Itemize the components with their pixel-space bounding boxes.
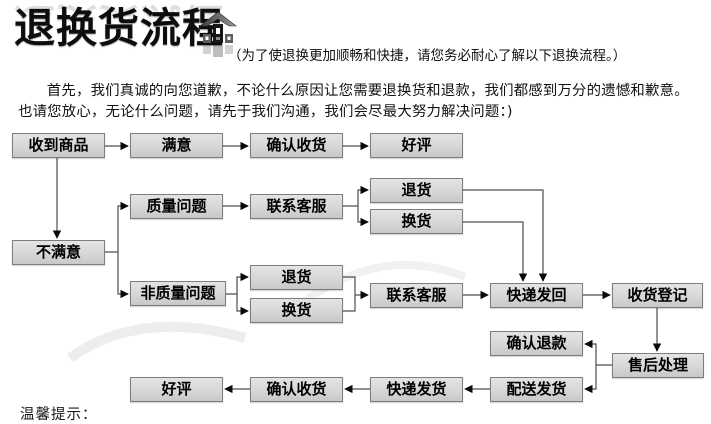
flow-node-received: 收到商品 [12, 133, 105, 158]
flow-node-exchange-a: 换货 [370, 209, 463, 234]
flow-node-unsatisfied: 不满意 [12, 240, 105, 265]
flow-node-dispatch: 配送发货 [490, 377, 583, 402]
flow-node-courier-return: 快递发回 [490, 283, 583, 308]
flow-node-confirm-receipt-bottom: 确认收货 [250, 377, 343, 402]
warm-tip-label: 温馨提示： [20, 407, 98, 423]
flow-node-praise-bottom: 好评 [130, 377, 223, 402]
flow-node-confirm-refund: 确认退款 [490, 331, 583, 356]
flow-node-non-quality-issue: 非质量问题 [130, 281, 226, 306]
flow-node-contact-service-b: 联系客服 [370, 283, 463, 308]
flow-node-receipt-register: 收货登记 [612, 283, 703, 308]
intro-paragraph: 首先，我们真诚的向您道歉，不论什么原因让您需要退换货和退款，我们都感到万分的遗憾… [18, 83, 689, 120]
page-title: 退换货流程 [14, 4, 224, 52]
flow-node-quality-issue: 质量问题 [130, 194, 223, 219]
flow-node-courier-send: 快递发货 [370, 377, 463, 402]
flow-node-exchange-b: 换货 [250, 298, 343, 323]
flow-node-return-a: 退货 [370, 178, 463, 203]
flow-node-return-b: 退货 [250, 265, 343, 290]
flow-node-praise-top: 好评 [370, 133, 463, 158]
flow-node-satisfied: 满意 [130, 133, 223, 158]
flow-node-aftersale: 售后处理 [612, 353, 704, 378]
page-subtitle: （为了使退换更加顺畅和快捷，请您务必耐心了解以下退换流程。） [228, 48, 627, 64]
flow-node-confirm-receipt-top: 确认收货 [250, 133, 343, 158]
flow-node-contact-service-a: 联系客服 [250, 194, 343, 219]
house-up-arrow-icon [199, 11, 237, 57]
